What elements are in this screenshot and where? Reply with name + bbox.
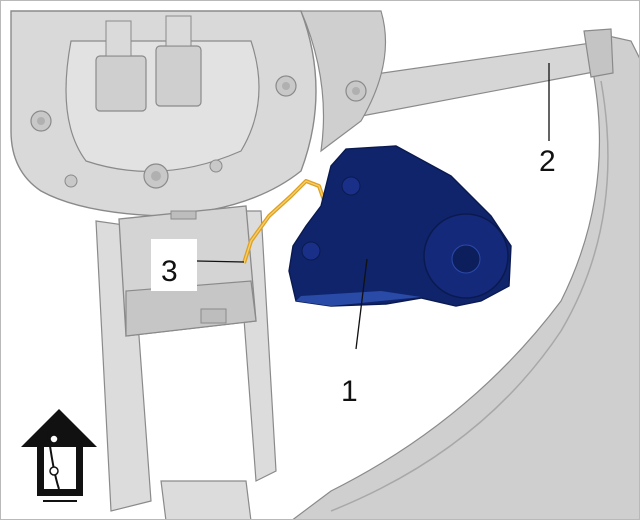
steering-hub [10,10,387,217]
callout-leaders [196,63,550,350]
callout-2-label: 2 [539,145,556,178]
callout-3-background [151,239,197,291]
callout-1-label: 1 [341,375,358,408]
direction-of-travel-arrow-icon [21,409,97,502]
callout-3-label: 3 [161,255,178,288]
steering-wheel [292,28,639,519]
wiring-harness [242,179,328,264]
vibration-motor [288,145,512,307]
